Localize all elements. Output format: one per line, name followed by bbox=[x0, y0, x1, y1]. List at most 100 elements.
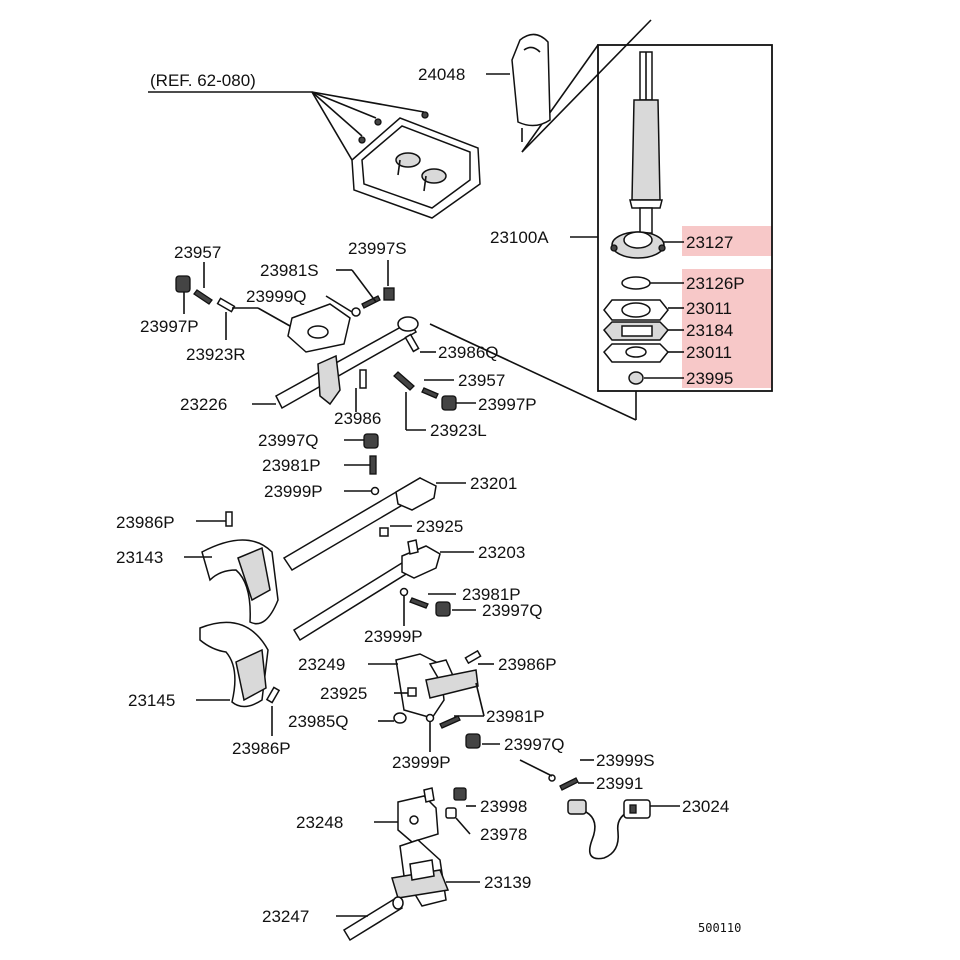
pin-23986P-lower[interactable] bbox=[265, 686, 281, 704]
ball-23999Q[interactable] bbox=[351, 307, 361, 317]
label-23981S[interactable]: 23981S bbox=[260, 261, 319, 280]
shift-knob-24048[interactable] bbox=[511, 33, 551, 142]
label-23248[interactable]: 23248 bbox=[296, 813, 343, 832]
label-23995[interactable]: 23995 bbox=[686, 369, 733, 388]
ball-23999P-mid[interactable] bbox=[399, 587, 409, 597]
label-23184[interactable]: 23184 bbox=[686, 321, 733, 340]
label-23997Q-lower[interactable]: 23997Q bbox=[504, 735, 565, 754]
label-23986P-upper[interactable]: 23986P bbox=[116, 513, 175, 532]
label-23998[interactable]: 23998 bbox=[480, 797, 527, 816]
pin-23986Q[interactable] bbox=[404, 333, 420, 353]
label-23997P-left[interactable]: 23997P bbox=[140, 317, 199, 336]
label-23997Q-upper[interactable]: 23997Q bbox=[258, 431, 319, 450]
shift-arm-23226[interactable] bbox=[317, 354, 341, 406]
washer-23126P[interactable] bbox=[621, 276, 651, 290]
label-23925-lower[interactable]: 23925 bbox=[320, 684, 367, 703]
label-23143[interactable]: 23143 bbox=[116, 548, 163, 567]
rod-23247[interactable] bbox=[342, 896, 404, 942]
shift-rail-23203[interactable] bbox=[292, 539, 451, 642]
pin-23986P-upper[interactable] bbox=[225, 511, 233, 527]
bushing-23995[interactable] bbox=[628, 371, 644, 385]
label-23925-upper[interactable]: 23925 bbox=[416, 517, 463, 536]
spring-23957-left[interactable] bbox=[193, 289, 213, 305]
spring-23981S[interactable] bbox=[361, 295, 381, 309]
label-23997Q-mid[interactable]: 23997Q bbox=[482, 601, 543, 620]
label-23127[interactable]: 23127 bbox=[686, 233, 733, 252]
pin-23925-lower[interactable] bbox=[407, 687, 417, 697]
shift-lever-23100A[interactable] bbox=[629, 51, 663, 234]
label-23981P-mid[interactable]: 23981P bbox=[462, 585, 521, 604]
label-23999S[interactable]: 23999S bbox=[596, 751, 655, 770]
ball-23999S[interactable] bbox=[548, 774, 556, 782]
label-23997P-right[interactable]: 23997P bbox=[478, 395, 537, 414]
label-23145[interactable]: 23145 bbox=[128, 691, 175, 710]
label-23139[interactable]: 23139 bbox=[484, 873, 531, 892]
label-23226[interactable]: 23226 bbox=[180, 395, 227, 414]
label-23986[interactable]: 23986 bbox=[334, 409, 381, 428]
label-23999Q[interactable]: 23999Q bbox=[246, 287, 307, 306]
label-24048[interactable]: 24048 bbox=[418, 65, 465, 84]
ring-23985Q[interactable] bbox=[393, 712, 407, 724]
label-23997S[interactable]: 23997S bbox=[348, 239, 407, 258]
shift-fork-23139[interactable] bbox=[391, 839, 450, 907]
label-23100A[interactable]: 23100A bbox=[490, 228, 549, 247]
label-23024[interactable]: 23024 bbox=[682, 797, 729, 816]
label-23126P[interactable]: 23126P bbox=[686, 274, 745, 293]
label-23011-lower[interactable]: 23011 bbox=[686, 343, 732, 362]
shift-rail-23201[interactable] bbox=[282, 476, 437, 572]
pin-23986P-right[interactable] bbox=[464, 649, 482, 665]
label-23923R[interactable]: 23923R bbox=[186, 345, 246, 364]
console-boot[interactable] bbox=[351, 111, 481, 219]
gasket-23011-lower[interactable] bbox=[602, 343, 670, 363]
label-23985Q[interactable]: 23985Q bbox=[288, 712, 349, 731]
lever-seat-23127[interactable] bbox=[610, 231, 666, 259]
bolt-23997Q-upper[interactable] bbox=[363, 433, 379, 449]
label-23986P-right[interactable]: 23986P bbox=[498, 655, 557, 674]
label-23986P-lower[interactable]: 23986P bbox=[232, 739, 291, 758]
label-23203[interactable]: 23203 bbox=[478, 543, 525, 562]
label-23957-left[interactable]: 23957 bbox=[174, 243, 221, 262]
label-23247[interactable]: 23247 bbox=[262, 907, 309, 926]
selector-block-23923R[interactable] bbox=[287, 303, 351, 353]
bolt-23997P-right[interactable] bbox=[441, 395, 457, 411]
spring-23957-right[interactable] bbox=[393, 371, 415, 391]
spring-23923L[interactable] bbox=[421, 387, 439, 399]
label-23991[interactable]: 23991 bbox=[596, 774, 643, 793]
bolt-23997Q-mid[interactable] bbox=[435, 601, 451, 617]
ball-23999P-upper[interactable] bbox=[370, 486, 380, 496]
label-23999P-upper[interactable]: 23999P bbox=[264, 482, 323, 501]
pin-23923R[interactable] bbox=[216, 297, 236, 313]
label-23011-upper[interactable]: 23011 bbox=[686, 299, 732, 318]
label-23981P-upper[interactable]: 23981P bbox=[262, 456, 321, 475]
shift-fork-23143[interactable] bbox=[201, 511, 279, 625]
gasket-23011-upper[interactable] bbox=[603, 299, 669, 321]
spring-23981P-upper[interactable] bbox=[369, 455, 377, 475]
label-23978[interactable]: 23978 bbox=[480, 825, 527, 844]
spring-23991[interactable] bbox=[559, 777, 579, 791]
shift-fork-23249[interactable] bbox=[393, 649, 482, 749]
plate-23184[interactable] bbox=[602, 321, 670, 341]
label-23999P-mid[interactable]: 23999P bbox=[364, 627, 423, 646]
ref-note[interactable]: (REF. 62-080) bbox=[150, 71, 256, 90]
pin-23986[interactable] bbox=[359, 369, 367, 389]
bolt-23997S[interactable] bbox=[383, 287, 395, 301]
pin-23925-upper[interactable] bbox=[379, 527, 389, 537]
bolt-23997P-left[interactable] bbox=[175, 275, 191, 293]
ball-23999P-lower[interactable] bbox=[425, 713, 435, 723]
shift-fork-23145[interactable] bbox=[199, 621, 281, 708]
label-23957-right[interactable]: 23957 bbox=[458, 371, 505, 390]
switch-23024[interactable] bbox=[548, 774, 651, 860]
bolt-23998[interactable] bbox=[453, 787, 467, 801]
label-23999P-lower[interactable]: 23999P bbox=[392, 753, 451, 772]
bolt-23997Q-lower[interactable] bbox=[465, 733, 481, 749]
label-23249[interactable]: 23249 bbox=[298, 655, 345, 674]
label-23986Q[interactable]: 23986Q bbox=[438, 343, 499, 362]
shift-rod-23226[interactable] bbox=[275, 316, 419, 410]
label-23981P-lower[interactable]: 23981P bbox=[486, 707, 545, 726]
spring-23981P-mid[interactable] bbox=[409, 597, 429, 609]
label-23201[interactable]: 23201 bbox=[470, 474, 517, 493]
washer-23978[interactable] bbox=[445, 807, 457, 819]
bracket-23248[interactable] bbox=[397, 787, 467, 843]
label-23923L[interactable]: 23923L bbox=[430, 421, 487, 440]
spring-23981P-lower[interactable] bbox=[439, 715, 461, 729]
